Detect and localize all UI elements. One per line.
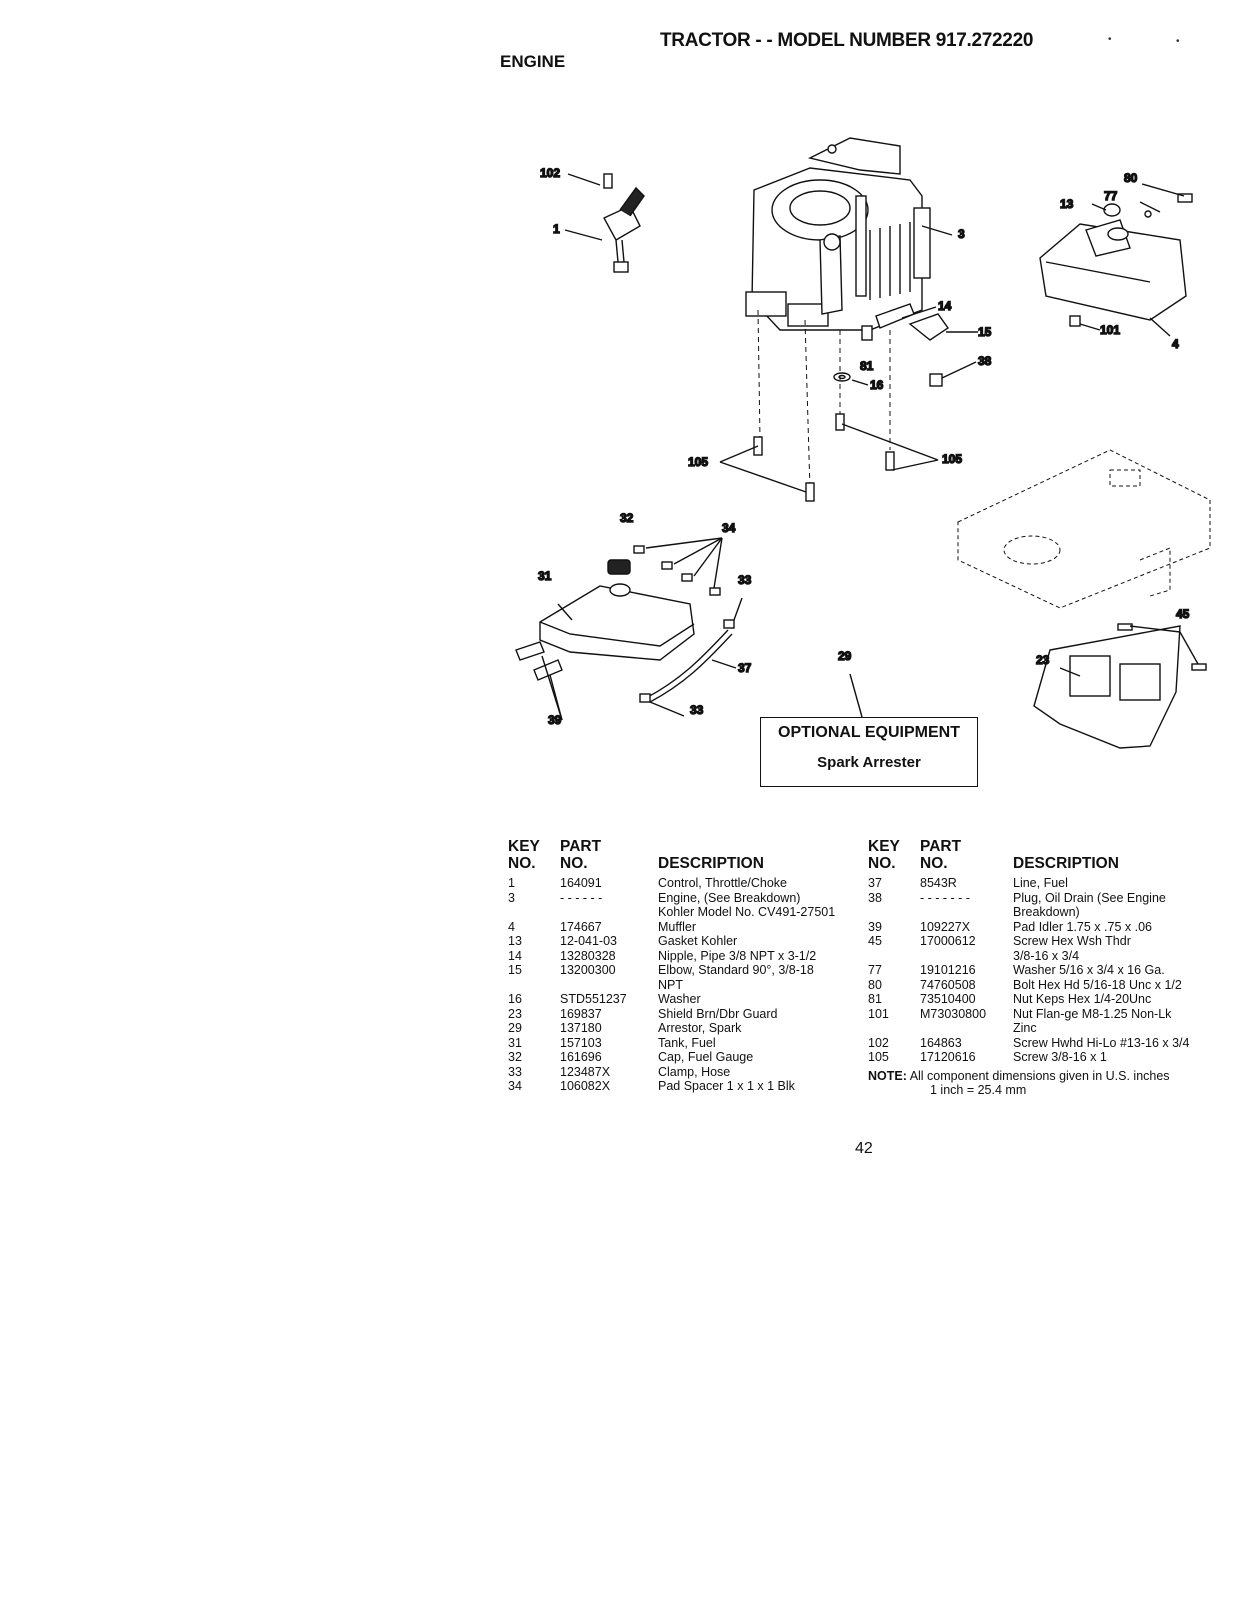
fittings-drawing (833, 303, 949, 387)
table-row: NPT (658, 977, 683, 992)
table-row: Zinc (1013, 1021, 1037, 1035)
note-text-2: 1 inch = 25.4 mm (930, 1083, 1027, 1097)
note-label: NOTE: (868, 1068, 907, 1083)
callout-37: 37 (738, 661, 752, 675)
engine-drawing (745, 137, 931, 331)
header-part: PART (560, 838, 602, 855)
table-row: 38- - - - - - -Plug, Oil Drain (See Engi… (868, 890, 1166, 905)
shield-drawing (1033, 623, 1207, 749)
exploded-parts-diagram: 102 1 3 80 77 13 14 15 38 81 16 101 4 10… (515, 137, 1211, 749)
callout-105-left: 105 (688, 455, 708, 469)
header-part-no: NO. (920, 855, 948, 872)
header-description: DESCRIPTION (658, 855, 764, 872)
header-key: KEY (508, 838, 540, 855)
callout-23: 23 (1036, 653, 1050, 667)
table-row: Breakdown) (1013, 905, 1080, 919)
header-key-no: NO. (868, 855, 896, 872)
page-title: TRACTOR - - MODEL NUMBER 917.272220 (660, 30, 1034, 51)
callout-45: 45 (1176, 607, 1190, 621)
callout-105-right: 105 (942, 452, 962, 466)
callout-80: 80 (1124, 171, 1138, 185)
callout-13: 13 (1060, 197, 1074, 211)
fuel-line-drawing (639, 619, 735, 703)
header-key-no: NO. (508, 855, 536, 872)
callout-3: 3 (958, 227, 965, 241)
callout-4: 4 (1172, 337, 1179, 351)
scan-speck: • (1176, 36, 1180, 47)
callout-101: 101 (1100, 323, 1120, 337)
screws-105-drawing (753, 413, 895, 502)
optional-equipment-title: OPTIONAL EQUIPMENT (778, 724, 960, 741)
callout-32: 32 (620, 511, 634, 525)
dimension-note: NOTE: All component dimensions given in … (868, 1069, 1208, 1098)
header-part-no: NO. (560, 855, 588, 872)
table-row: 3- - - - - -Engine, (See Breakdown) (508, 890, 801, 905)
callout-39: 39 (548, 713, 562, 727)
callout-31: 31 (538, 569, 552, 583)
callout-77: 77 (1104, 189, 1118, 203)
throttle-control-drawing (603, 173, 645, 273)
header-part: PART (920, 838, 962, 855)
callout-14: 14 (938, 299, 952, 313)
section-title: ENGINE (500, 52, 566, 71)
optional-equipment-box: OPTIONAL EQUIPMENT Spark Arrester (760, 717, 978, 787)
muffler-drawing (1039, 193, 1193, 327)
callout-34: 34 (722, 521, 736, 535)
optional-equipment-item: Spark Arrester (817, 754, 921, 771)
table-row: 3/8-16 x 3/4 (1013, 948, 1080, 963)
table-header: KEY NO. PART NO. DESCRIPTION (868, 838, 1208, 876)
callout-102: 102 (540, 166, 560, 180)
fuel-tank-drawing (515, 545, 721, 681)
table-header: KEY NO. PART NO. DESCRIPTION (508, 838, 838, 876)
scan-speck: • (1108, 34, 1112, 45)
frame-drawing (957, 449, 1211, 609)
callout-16: 16 (870, 378, 884, 392)
callout-33-top: 33 (738, 573, 752, 587)
callout-15: 15 (978, 325, 992, 339)
callout-29: 29 (838, 649, 852, 663)
header-description: DESCRIPTION (1013, 855, 1119, 872)
callout-38: 38 (978, 354, 992, 368)
note-text: All component dimensions given in U.S. i… (909, 1068, 1170, 1083)
table-row: Kohler Model No. CV491-27501 (658, 905, 836, 919)
page-number: 42 (855, 1140, 873, 1157)
callout-33-bottom: 33 (690, 703, 704, 717)
callout-1: 1 (553, 222, 560, 236)
callout-81: 81 (860, 359, 874, 373)
header-key: KEY (868, 838, 900, 855)
